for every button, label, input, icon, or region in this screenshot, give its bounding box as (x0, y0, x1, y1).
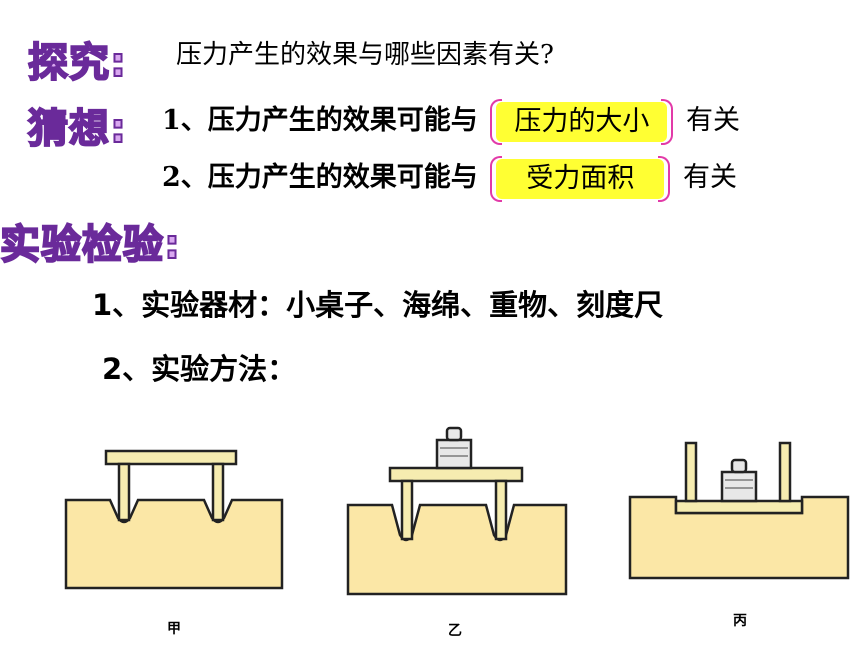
sponge-yi (346, 503, 568, 596)
table-top-yi (388, 466, 524, 483)
weight-yi-knob (445, 426, 463, 442)
table-top-bing (674, 499, 804, 515)
guess-item-1-suffix: 有关 (685, 105, 740, 136)
explore-heading: 探究: (27, 39, 127, 87)
guess-item-1-answer-slot: 压力的大小 (490, 98, 674, 145)
weight-bing-knob (730, 458, 748, 474)
table-top-jia (104, 449, 238, 466)
guess-item-1-prefix: 1、压力产生的效果可能与 (162, 105, 478, 136)
weight-yi-body (435, 438, 473, 470)
table-leg-yi-left (400, 479, 414, 541)
guess-item-2-prefix: 2、压力产生的效果可能与 (162, 162, 478, 193)
figure-jia (64, 449, 284, 590)
figure-bing (628, 441, 850, 580)
experiment-materials: 1、实验器材：小桌子、海绵、重物、刻度尺 (92, 288, 664, 322)
guess-item-2-answer: 受力面积 (496, 158, 665, 199)
explore-question: 压力产生的效果与哪些因素有关? (176, 40, 554, 70)
guess-item-1-answer: 压力的大小 (496, 101, 668, 142)
experiment-method: 2、实验方法： (102, 352, 297, 386)
guess-item-1: 1、压力产生的效果可能与 压力的大小 有关 (162, 98, 740, 145)
table-leg-yi-right (494, 479, 508, 541)
caption-bing: 丙 (733, 613, 747, 629)
guess-item-2-answer-slot: 受力面积 (490, 155, 671, 202)
weight-bing-body (720, 470, 758, 503)
sponge-jia (64, 498, 284, 590)
caption-jia: 甲 (167, 621, 181, 637)
table-leg-bing-right (778, 441, 792, 503)
guess-item-2-suffix: 有关 (682, 162, 737, 193)
table-leg-jia-left (117, 462, 131, 522)
guess-item-2: 2、压力产生的效果可能与 受力面积 有关 (162, 155, 737, 202)
table-leg-bing-left (684, 441, 698, 503)
figure-yi (346, 426, 568, 596)
guess-heading: 猜想: (27, 105, 127, 153)
table-leg-jia-right (211, 462, 225, 522)
caption-yi: 乙 (448, 623, 462, 639)
experiment-heading: 实验检验: (0, 221, 181, 269)
